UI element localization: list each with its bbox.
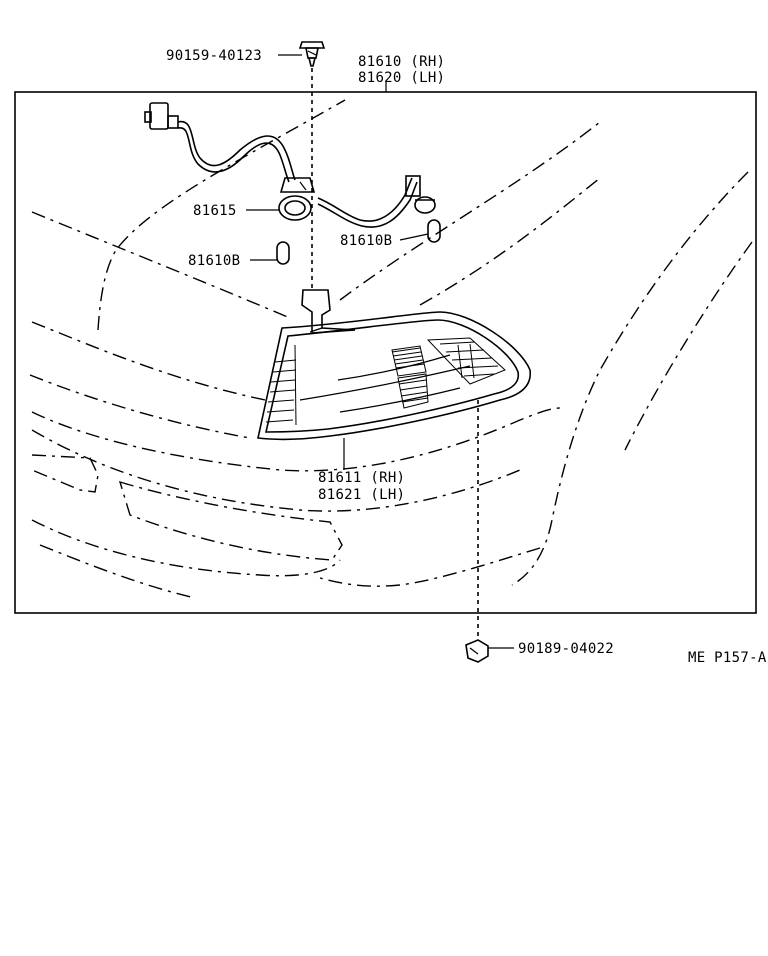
diagram-code: ME P157-A	[688, 650, 767, 666]
label-lamp-assy-lh: 81620 (LH)	[358, 70, 445, 86]
wire-harness	[144, 102, 436, 228]
label-clip-screw: 90159-40123	[166, 48, 262, 64]
diagram-frame	[14, 91, 757, 614]
label-socket: 81615	[193, 203, 237, 219]
label-nut: 90189-04022	[518, 641, 614, 657]
label-lens-rh: 81611 (RH)	[318, 470, 405, 486]
bulb-icon-right	[427, 219, 441, 243]
screw-icon	[298, 41, 326, 67]
bulb-icon-left	[276, 241, 290, 265]
socket-icon	[278, 177, 316, 221]
leader-lines	[246, 54, 514, 649]
socket-icon-right	[405, 175, 436, 214]
label-lens-lh: 81621 (LH)	[318, 487, 405, 503]
car-body-outline	[29, 99, 753, 599]
nut-icon	[465, 639, 489, 663]
connector-icon	[144, 102, 179, 130]
corner-lamp	[257, 289, 531, 441]
label-lamp-assy-rh: 81610 (RH)	[358, 54, 445, 70]
label-bulb-left: 81610B	[188, 253, 240, 269]
label-bulb-right: 81610B	[340, 233, 392, 249]
